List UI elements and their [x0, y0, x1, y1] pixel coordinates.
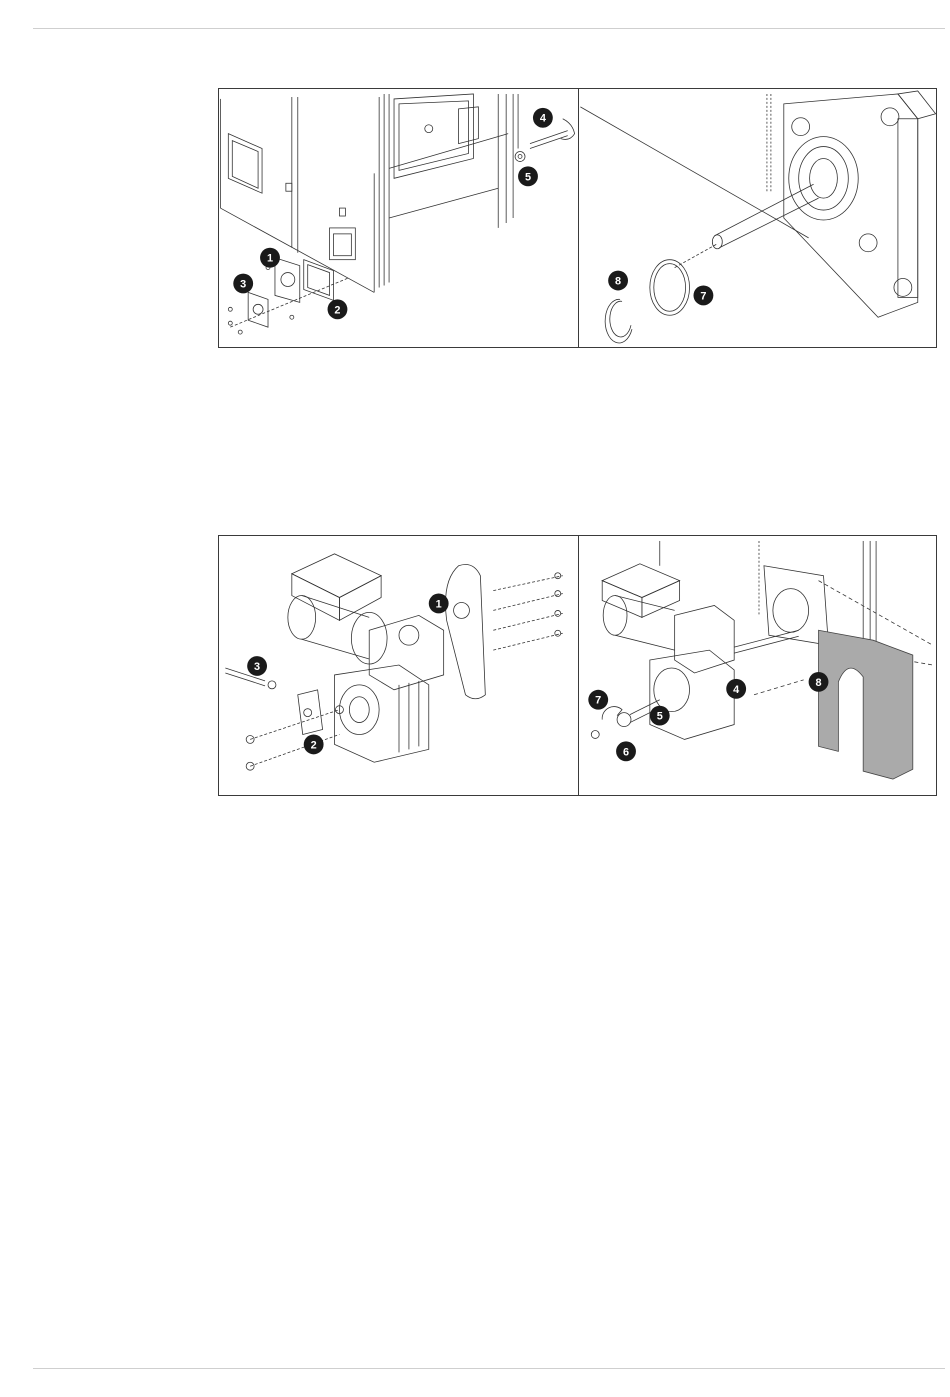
callout-1: 1: [436, 598, 442, 610]
gearmotor-mounting-illustration: 4 5 6 7 8: [579, 536, 937, 795]
figure-top-right-panel: 7 8: [578, 89, 937, 347]
callout-3: 3: [240, 278, 246, 290]
callout-2: 2: [334, 304, 340, 316]
figure-bottom-left-panel: 1 2 3: [219, 536, 578, 795]
callout-8: 8: [815, 677, 821, 689]
callout-3: 3: [254, 661, 260, 673]
footer-rule: [33, 1368, 945, 1369]
figure-bottom-right-panel: 4 5 6 7 8: [578, 536, 937, 795]
callout-4: 4: [733, 684, 739, 696]
callout-7: 7: [700, 290, 706, 302]
callout-4: 4: [540, 113, 546, 125]
callout-8: 8: [615, 275, 621, 287]
callout-5: 5: [525, 171, 531, 183]
callout-7: 7: [595, 695, 601, 707]
figure-bottom: 1 2 3: [218, 535, 937, 796]
shaft-retaining-ring-illustration: 7 8: [579, 89, 937, 347]
boiler-flange-exploded-illustration: 1 2 3 4 5: [219, 89, 578, 347]
figure-top: 1 2 3 4 5: [218, 88, 937, 348]
gearmotor-exploded-illustration: 1 2 3: [219, 536, 578, 795]
figure-top-left-panel: 1 2 3 4 5: [219, 89, 578, 347]
header-rule: [33, 28, 945, 29]
callout-1: 1: [267, 253, 273, 265]
callout-6: 6: [623, 746, 629, 758]
callout-5: 5: [657, 711, 663, 723]
callout-2: 2: [311, 739, 317, 751]
